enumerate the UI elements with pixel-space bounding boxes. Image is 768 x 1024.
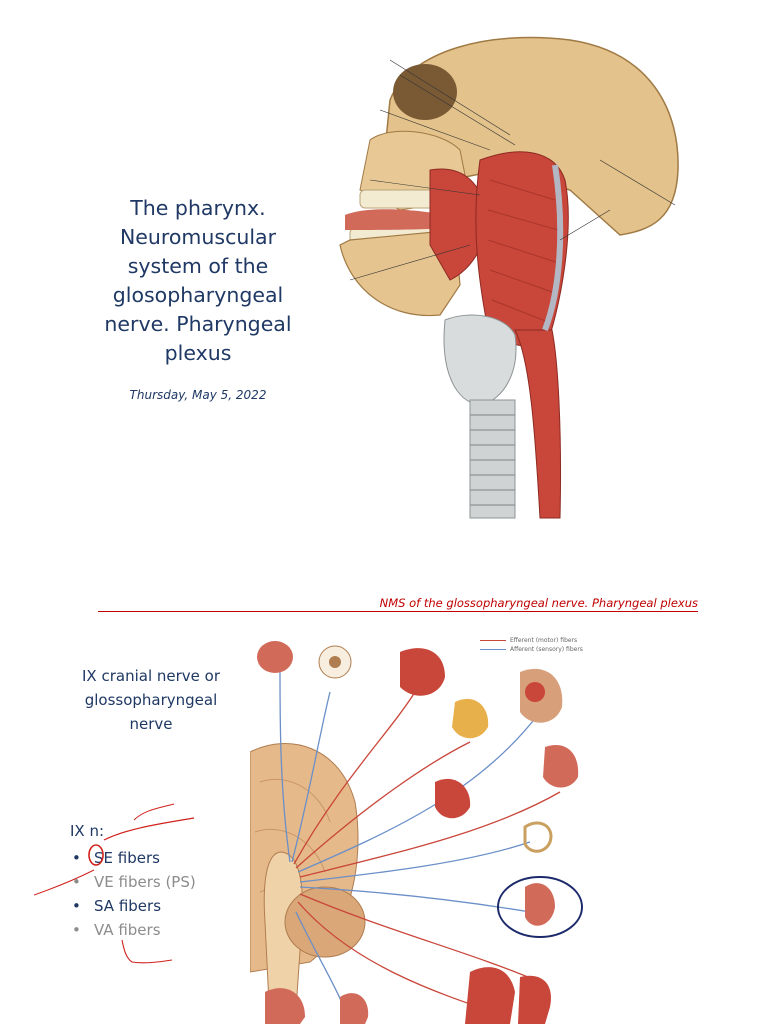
skull-orbit bbox=[393, 64, 457, 120]
nerve-fibers bbox=[279, 671, 561, 1024]
fiber-list: • SE fibers • VE fibers (PS) • SA fibers… bbox=[72, 846, 196, 942]
pupil bbox=[329, 656, 341, 668]
neck-organ-bottom-2 bbox=[340, 993, 369, 1024]
thyroid-cartilage bbox=[443, 314, 517, 406]
pharynx-organ bbox=[543, 745, 579, 788]
fiber-label: SE fibers bbox=[94, 849, 160, 867]
thoracic-organs bbox=[465, 967, 515, 1024]
cranial-nerve-pathways-illustration bbox=[250, 641, 583, 1024]
header-rule bbox=[98, 611, 698, 612]
trachea bbox=[469, 399, 516, 519]
nerve-heading: IX cranial nerve or glossopharyngeal ner… bbox=[66, 664, 236, 736]
tracheal-rings bbox=[470, 414, 515, 506]
nose-organ bbox=[257, 641, 293, 673]
highlight-circle bbox=[497, 876, 583, 938]
fiber-intro: IX n: bbox=[70, 822, 105, 840]
mandible bbox=[339, 229, 461, 317]
digestive-organs bbox=[518, 975, 551, 1024]
red-scribble-mark bbox=[103, 817, 195, 841]
heading-line: IX cranial nerve or bbox=[82, 667, 220, 685]
list-item: • VA fibers bbox=[72, 918, 196, 942]
neck-organ-bottom bbox=[265, 988, 305, 1024]
esophagus bbox=[514, 329, 562, 519]
fiber-label: VA fibers bbox=[94, 921, 161, 939]
fiber-label: SA fibers bbox=[94, 897, 162, 915]
bullet: • bbox=[72, 897, 81, 915]
list-item: • SA fibers bbox=[72, 894, 196, 918]
ear-organ bbox=[523, 821, 553, 853]
fiber-label: VE fibers (PS) bbox=[94, 873, 196, 891]
list-item: • VE fibers (PS) bbox=[72, 870, 196, 894]
brainstem bbox=[263, 851, 304, 1024]
heading-line: nerve bbox=[129, 715, 173, 733]
cerebellum bbox=[284, 886, 366, 958]
bullet: • bbox=[72, 849, 81, 867]
title-line: nerve. Pharyngeal bbox=[104, 312, 292, 336]
slide-date: Thursday, May 5, 2022 bbox=[129, 388, 267, 402]
face-sensory-organ bbox=[452, 698, 489, 739]
heading-line: glossopharyngeal bbox=[84, 691, 218, 709]
title-line: glosopharyngeal bbox=[112, 283, 284, 307]
slide-title: The pharynx. Neuromuscular system of the… bbox=[98, 36, 679, 519]
neck-vessels bbox=[542, 164, 564, 332]
list-item: • SE fibers bbox=[72, 846, 196, 870]
legend-label: Efferent (motor) fibers bbox=[510, 637, 578, 644]
title-line: Neuromuscular bbox=[119, 225, 277, 249]
legend-swatch-efferent bbox=[480, 640, 506, 641]
face-section-organ bbox=[435, 778, 471, 819]
title-line: plexus bbox=[164, 341, 232, 365]
legend-row: Afferent (sensory) fibers bbox=[480, 645, 583, 654]
legend-row: Efferent (motor) fibers bbox=[480, 636, 583, 645]
slide-header-title: NMS of the glossopharyngeal nerve. Phary… bbox=[379, 596, 698, 610]
face-muscle-organ bbox=[400, 648, 445, 696]
leader-lines bbox=[349, 59, 676, 281]
pharynx-muscles-illustration bbox=[339, 36, 679, 519]
head-section-detail bbox=[525, 682, 545, 702]
lips bbox=[345, 209, 445, 230]
skull-cranium bbox=[384, 36, 679, 236]
bullet: • bbox=[72, 873, 81, 891]
fiber-legend: Efferent (motor) fibers Afferent (sensor… bbox=[480, 636, 583, 654]
legend-label: Afferent (sensory) fibers bbox=[510, 646, 583, 653]
muscle-striations bbox=[487, 179, 559, 323]
title-block: The pharynx. Neuromuscular system of the… bbox=[98, 194, 298, 402]
title-line: The pharynx. bbox=[130, 196, 266, 220]
red-scribble-mark bbox=[121, 939, 173, 964]
legend-swatch-afferent bbox=[480, 649, 506, 650]
red-scribble-mark bbox=[133, 803, 175, 821]
slide-nerve: NMS of the glossopharyngeal nerve. Phary… bbox=[0, 560, 768, 1024]
tongue-pharynx-organ bbox=[525, 883, 555, 926]
bullet: • bbox=[72, 921, 81, 939]
title-line: system of the bbox=[127, 254, 269, 278]
